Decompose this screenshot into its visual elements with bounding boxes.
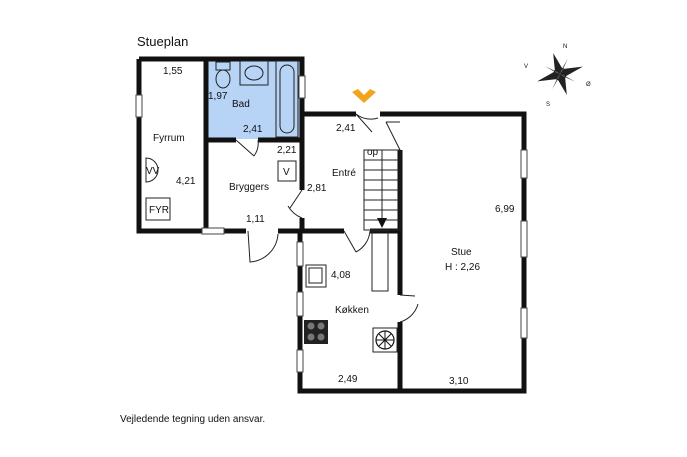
fyrrum-dim-top: 1,55 [163,66,183,77]
window-fyrrum [135,94,143,118]
door-back [247,230,279,263]
bad-dim-side: 1,97 [208,91,228,102]
fyrrum-dim-side: 4,21 [176,176,196,187]
bathroom-fill [206,59,302,139]
entre-name: Entré [332,168,356,179]
plan-title: Stueplan [137,34,188,49]
stue-name: Stue [451,247,472,258]
vv-symbol: VV [145,157,160,183]
koekken-dim-bottom: 2,49 [338,374,358,385]
door-koekken [343,230,371,253]
stair-op-label: op [367,147,379,158]
doors [235,113,419,323]
fireplace-icon [372,327,398,353]
window-stue-1 [520,149,528,179]
v-symbol: V [277,160,297,182]
bad-name: Bad [232,99,250,110]
door-entre-stue [385,121,401,151]
window-stue-3 [520,307,528,339]
compass-n: N [563,44,567,50]
door-bad [235,139,259,157]
window-koekken-3 [296,349,304,373]
koekken-dim-side: 4,08 [331,270,351,281]
bathtub-icon [275,60,299,138]
svg-text:VV: VV [146,166,160,177]
fyrrum-name: Fyrrum [153,133,185,144]
compass-v: V [524,64,528,70]
entre-dim-top: 2,41 [336,123,356,134]
stove-icon [304,320,328,344]
toilet-icon [215,61,231,89]
window-stue-2 [520,220,528,258]
bryggers-dim-top: 2,21 [277,145,297,156]
stue-dim-side: 6,99 [495,204,515,215]
compass-o: Ø [586,82,591,88]
outer-walls [136,56,527,394]
door-stue [399,294,419,323]
stair-arrow-icon [377,218,387,228]
bryggers-dim-bottom: 1,11 [246,214,265,225]
door-bryggers-entre [287,189,303,219]
bad-dim-bottom: 2,41 [243,124,263,135]
window-bad [298,75,306,99]
window-fyrrum-bottom [201,227,225,235]
entrance-arrow-icon [352,89,376,103]
bryggers-name: Bryggers [229,182,269,193]
kitchen-sink-icon [305,264,327,288]
staircase [363,149,401,292]
koekken-name: Køkken [335,305,369,316]
compass-s: S [546,102,550,108]
door-entrance [355,113,379,133]
windows [135,75,528,373]
compass-rose-icon [537,53,583,95]
bathroom-fixtures [215,60,299,138]
window-koekken-1 [296,241,304,267]
stue-height: H : 2,26 [445,262,480,273]
entre-dim-side: 2,81 [307,183,327,194]
fyr-symbol: FYR [145,197,171,221]
disclaimer: Vejledende tegning uden ansvar. [120,414,265,425]
svg-text:V: V [283,167,290,178]
sink-icon [239,60,269,86]
stue-dim-bottom: 3,10 [449,376,469,387]
window-koekken-2 [296,291,304,317]
svg-text:FYR: FYR [149,205,169,216]
